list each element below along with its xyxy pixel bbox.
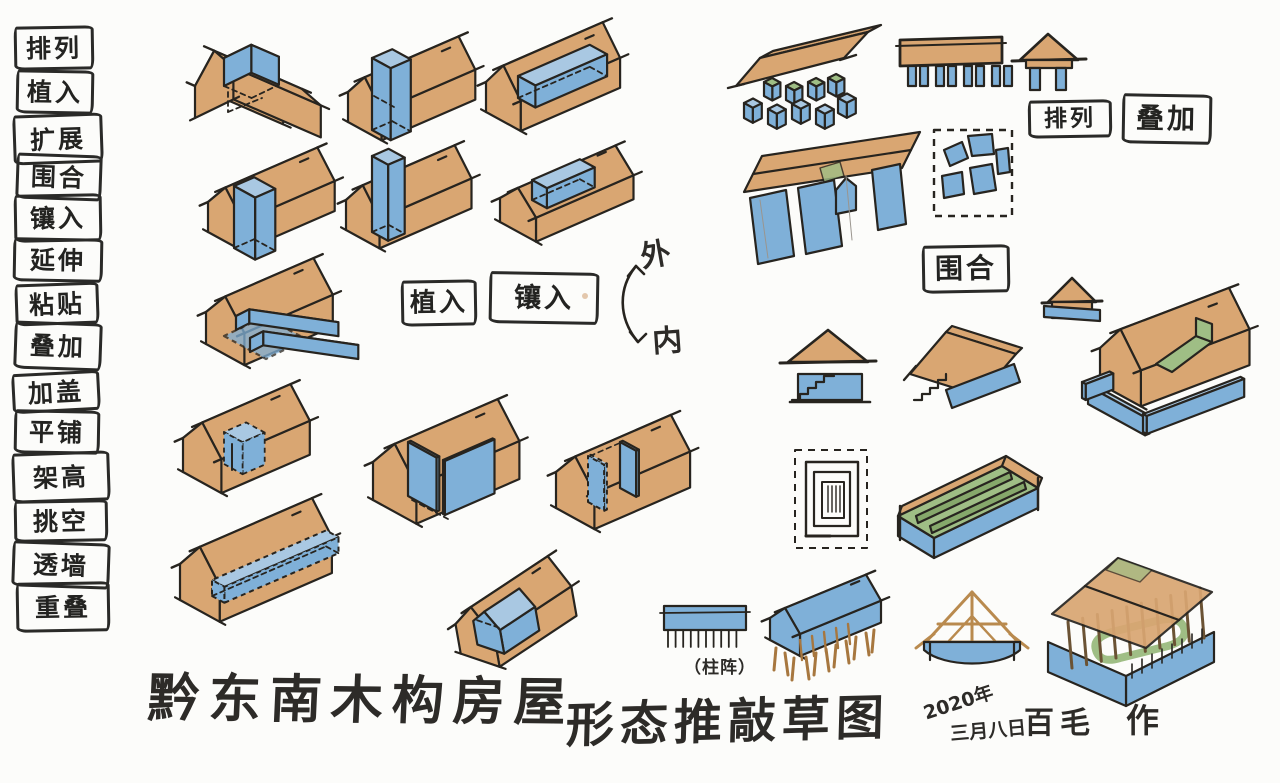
label-implant-mid: 植入 bbox=[400, 279, 478, 327]
label-inlay-mid: 镶入 bbox=[488, 271, 600, 325]
sketch-blue-wall-house bbox=[742, 130, 922, 266]
label-stack-right: 叠加 bbox=[1121, 93, 1213, 145]
sketch-interior-box-house bbox=[173, 378, 320, 498]
sketch-dashed-plan-blocks bbox=[932, 128, 1014, 218]
sketch-canopy-over-cubes bbox=[726, 23, 883, 130]
sketch-roof-box-house bbox=[185, 43, 331, 139]
sketch-band-house-elevation bbox=[1040, 276, 1104, 323]
sketch-small-stilt-house-elevation bbox=[1010, 32, 1088, 92]
sketch-end-box-house bbox=[198, 142, 345, 261]
sketch-courtyard-house bbox=[896, 454, 1044, 560]
sketch-column-hall-house bbox=[1046, 556, 1216, 708]
sketch-ridge-box-house bbox=[476, 17, 630, 136]
caption-main-title: 黔东南木构房屋 bbox=[146, 668, 577, 734]
sketch-nested-gable-house bbox=[446, 549, 580, 670]
inside-outside-arrow-icon bbox=[582, 264, 648, 344]
sketch-wrap-deck-house bbox=[1080, 283, 1259, 437]
op-label-chongdie: 重叠 bbox=[15, 581, 111, 633]
sketch-beam-through-house bbox=[170, 492, 342, 626]
op-label-pailie: 排列 bbox=[13, 25, 95, 71]
op-label-niantie: 粘贴 bbox=[14, 281, 100, 327]
sketch-column-canopy-elevation bbox=[659, 604, 751, 648]
op-label-yanshen: 延伸 bbox=[12, 237, 104, 283]
op-label-zhiru: 植入 bbox=[15, 69, 95, 115]
sketch-stilt-stair-axon bbox=[902, 324, 1024, 410]
caption-subtitle: 形态推敲草图 bbox=[565, 689, 891, 755]
sketch-spiral-plan bbox=[794, 449, 868, 549]
sketch-beam-on-posts-elevation bbox=[895, 35, 1014, 88]
label-enclose-right: 围合 bbox=[921, 244, 1011, 294]
sketch-terrace-steps-house bbox=[196, 252, 360, 370]
sketch-roof-truss-section bbox=[914, 590, 1030, 665]
sketch-door-panel-house bbox=[546, 409, 700, 534]
sketch-stilt-house-axon bbox=[760, 569, 891, 682]
sketch-stilt-stair-elevation bbox=[778, 328, 878, 404]
op-label-tiaokong: 挑空 bbox=[13, 499, 109, 543]
op-label-jiagai: 加盖 bbox=[11, 369, 101, 415]
op-label-pingpu: 平铺 bbox=[13, 409, 101, 455]
sketch-tall-box-through-roof-house bbox=[338, 31, 485, 145]
op-label-jiagao: 架高 bbox=[11, 450, 111, 504]
signature-author: 百毛 bbox=[1024, 706, 1096, 741]
op-label-diejia: 叠加 bbox=[13, 320, 103, 372]
label-arrange-right: 排列 bbox=[1027, 99, 1113, 139]
op-label-xiangru: 镶入 bbox=[13, 193, 103, 243]
sketch-thin-slab-house bbox=[336, 139, 481, 253]
signature-made-by: 作 bbox=[1126, 701, 1159, 740]
arrow-label-inside: 内 bbox=[651, 322, 684, 360]
caption-column-array-note: （柱阵） bbox=[684, 658, 756, 678]
sketch-inset-slab-house bbox=[490, 140, 643, 246]
sketch-cross-wall-house bbox=[363, 393, 529, 528]
